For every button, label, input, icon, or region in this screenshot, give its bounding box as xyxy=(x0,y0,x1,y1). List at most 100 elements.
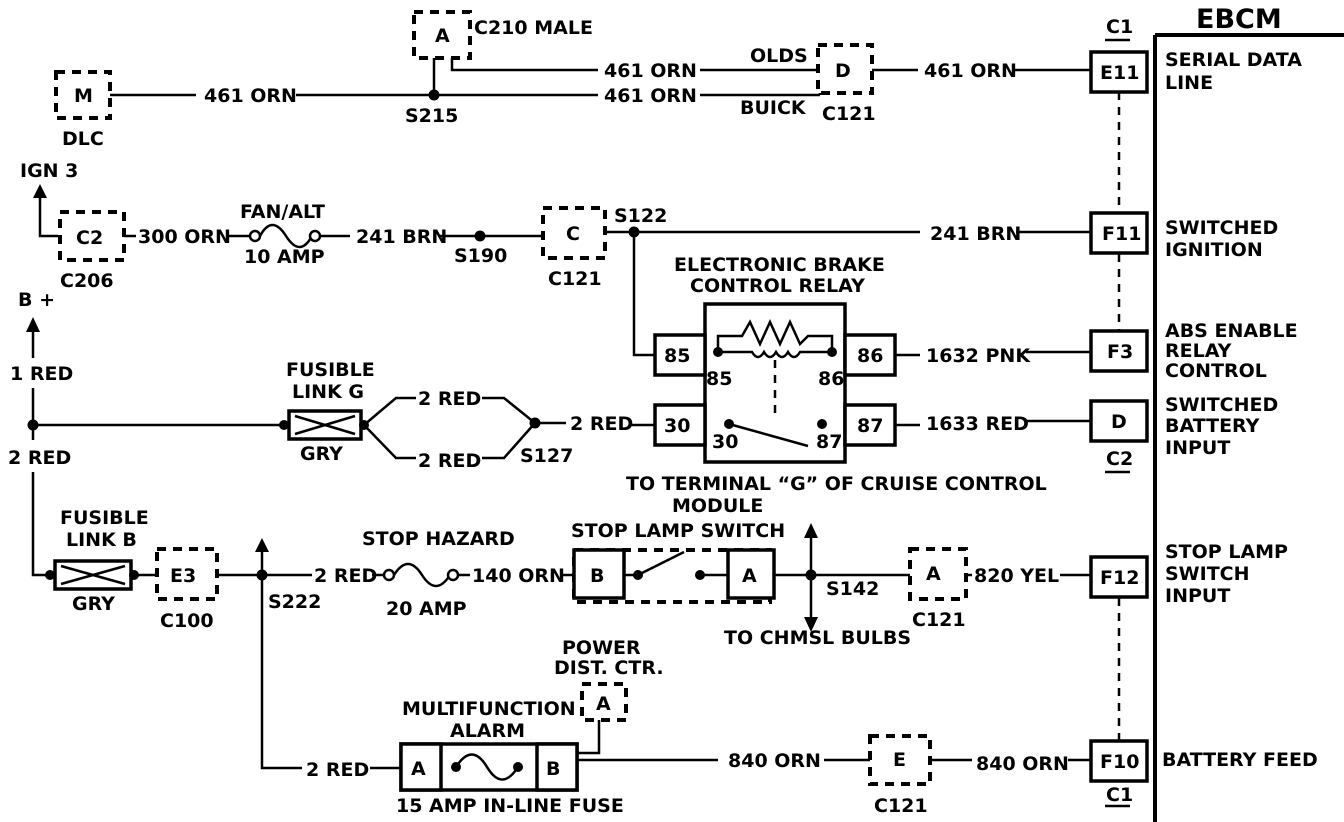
fusible-link-g-color: GRY xyxy=(300,443,343,465)
wire-840-orn-b: 840 ORN xyxy=(976,753,1069,775)
pin-f3-id: F3 xyxy=(1107,341,1133,363)
label-buick: BUICK xyxy=(740,97,807,119)
wire-2-red-to-30: 2 RED xyxy=(570,413,633,435)
fusible-link-g-1: FUSIBLE xyxy=(286,359,375,381)
c121-d-pin: D xyxy=(835,60,851,82)
cruise-note-1: TO TERMINAL “G” OF CRUISE CONTROL xyxy=(626,473,1047,495)
battery-feed-circuit: B + 1 RED 2 RED FUSIBLE LINK G GRY 2 RED… xyxy=(8,289,655,577)
ebcm-pin-d: D C2 SWITCHED BATTERY INPUT xyxy=(1089,394,1278,474)
splice-s122: S122 xyxy=(614,205,667,227)
wire-461-dlc: 461 ORN xyxy=(204,85,297,107)
ebcm-connector-c1-bottom: C1 xyxy=(1106,784,1133,806)
source-ign3: IGN 3 xyxy=(20,160,78,182)
ignition-circuit: IGN 3 C2 C206 300 ORN FAN/ALT 10 AMP 241… xyxy=(20,160,1091,357)
fuse-stophaz-amp: 20 AMP xyxy=(386,598,467,620)
fusible-link-b-1: FUSIBLE xyxy=(60,507,149,529)
wire-1-red: 1 RED xyxy=(10,363,73,385)
c121-d-label: C121 xyxy=(822,103,876,125)
pin-f11-label-2: IGNITION xyxy=(1165,239,1263,261)
stop-lamp-switch-title: STOP LAMP SWITCH xyxy=(571,520,785,542)
stop-switch-pin-a: A xyxy=(742,565,757,587)
fusible-link-g-2: LINK G xyxy=(292,381,364,403)
c100-label: C100 xyxy=(160,610,214,632)
ebcm-connector-c1-top: C1 xyxy=(1106,16,1133,38)
stop-switch-pin-b: B xyxy=(590,565,604,587)
wire-2-red-lower: 2 RED xyxy=(418,450,481,472)
c206-pin: C2 xyxy=(76,227,103,249)
wire-2-red-stophaz: 2 RED xyxy=(314,565,377,587)
pin-f10-label-1: BATTERY FEED xyxy=(1162,749,1318,771)
pin-f11-label-1: SWITCHED xyxy=(1165,217,1278,239)
pin-f11-id: F11 xyxy=(1102,223,1141,245)
wire-461-olds: 461 ORN xyxy=(604,60,697,82)
ebcm-title: EBCM xyxy=(1196,4,1282,35)
pin-e11-label-2: LINE xyxy=(1165,72,1213,94)
c121-e-pin: E xyxy=(893,749,906,771)
ebcm-pin-f3: F3 ABS ENABLE RELAY CONTROL xyxy=(1089,320,1298,382)
mf-inline-fuse: 15 AMP IN-LINE FUSE xyxy=(396,795,624,817)
splice-s190: S190 xyxy=(454,245,507,267)
ebcm-connector-c2: C2 xyxy=(1106,448,1133,470)
relay-internal-86: 86 xyxy=(818,368,844,390)
source-bplus: B + xyxy=(18,289,55,311)
dlc-pin: M xyxy=(74,85,93,107)
stop-lamp-circuit: FUSIBLE LINK B GRY E3 C100 S222 2 RED ST… xyxy=(45,507,1091,770)
fuse-fanalt-amp: 10 AMP xyxy=(244,246,325,268)
ebcm-module: EBCM C1 xyxy=(1105,4,1344,822)
ebcm-pin-f11: F11 SWITCHED IGNITION xyxy=(1089,211,1278,261)
ebcm-pin-f12: F12 STOP LAMP SWITCH INPUT xyxy=(1089,541,1288,607)
relay-terminal-86: 86 xyxy=(857,345,883,367)
pin-f12-id: F12 xyxy=(1100,567,1139,589)
serial-data-circuit: M DLC 461 ORN S215 A C210 MALE 461 ORN 4… xyxy=(54,10,1091,150)
chmsl-note: TO CHMSL BULBS xyxy=(724,627,911,649)
relay-internal-87: 87 xyxy=(816,431,842,453)
c210-label: C210 MALE xyxy=(474,17,593,39)
wire-840-orn-a: 840 ORN xyxy=(728,750,821,772)
pin-f3-label-2: RELAY xyxy=(1165,340,1232,362)
pin-d-label-2: BATTERY xyxy=(1165,415,1260,437)
pin-d-label-3: INPUT xyxy=(1165,437,1230,459)
wire-300-orn: 300 ORN xyxy=(138,226,231,248)
pin-f3-label-1: ABS ENABLE xyxy=(1165,320,1298,342)
wire-461-buick: 461 ORN xyxy=(604,85,697,107)
wire-2-red-upper: 2 RED xyxy=(418,388,481,410)
wire-820-yel: 820 YEL xyxy=(974,565,1059,587)
wire-140-orn: 140 ORN xyxy=(472,565,565,587)
relay-terminal-30: 30 xyxy=(664,415,690,437)
wire-241-brn-a: 241 BRN xyxy=(356,226,447,248)
pin-e11-label-1: SERIAL DATA xyxy=(1165,49,1302,71)
multifunction-alarm-circuit: 2 RED MULTIFUNCTION ALARM A B 15 AMP IN-… xyxy=(306,637,1091,817)
electronic-brake-control-relay: ELECTRONIC BRAKE CONTROL RELAY 85 30 86 … xyxy=(653,254,1091,464)
fuse-stophaz-label: STOP HAZARD xyxy=(362,528,515,550)
wire-1633-red: 1633 RED xyxy=(926,413,1029,435)
wire-1632-pnk: 1632 PNK xyxy=(926,345,1031,367)
relay-internal-30: 30 xyxy=(712,431,738,453)
mf-alarm-2: ALARM xyxy=(450,720,525,742)
relay-terminal-85: 85 xyxy=(664,345,690,367)
ebcm-pin-e11: E11 SERIAL DATA LINE xyxy=(1089,49,1302,94)
pin-d-label-1: SWITCHED xyxy=(1165,394,1278,416)
label-olds: OLDS xyxy=(750,45,808,67)
fusible-link-b-2: LINK B xyxy=(66,529,137,551)
c121-e-label: C121 xyxy=(874,795,928,817)
ebcm-pin-f10: F10 BATTERY FEED C1 xyxy=(1089,739,1318,808)
splice-s215: S215 xyxy=(405,105,458,127)
mf-alarm-1: MULTIFUNCTION xyxy=(402,698,576,720)
c121-c-pin: C xyxy=(566,223,580,245)
c121-c-label: C121 xyxy=(548,268,602,290)
mf-pin-b: B xyxy=(546,758,560,780)
pdc-label-1: POWER xyxy=(562,637,641,659)
pin-f10-id: F10 xyxy=(1100,751,1139,773)
relay-internal-85: 85 xyxy=(706,368,732,390)
c121-a-label: C121 xyxy=(912,609,966,631)
pin-e11-id: E11 xyxy=(1100,62,1139,84)
c206-label: C206 xyxy=(60,270,114,292)
splice-s222: S222 xyxy=(268,591,321,613)
pin-f3-label-3: CONTROL xyxy=(1165,360,1267,382)
pdc-pin: A xyxy=(596,693,611,715)
splice-s127: S127 xyxy=(520,445,573,467)
c210-pin: A xyxy=(435,25,450,47)
relay-title-2: CONTROL RELAY xyxy=(690,275,865,297)
fusible-link-b-color: GRY xyxy=(72,593,115,615)
